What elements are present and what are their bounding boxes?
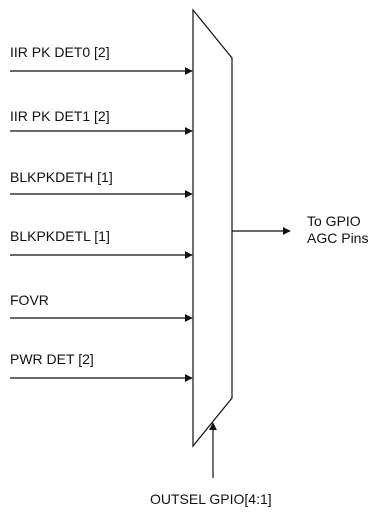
input-label: IIR PK DET0 [2] xyxy=(10,44,110,60)
input-label: IIR PK DET1 [2] xyxy=(10,108,110,124)
input-label: BLKPKDETL [1] xyxy=(10,228,110,244)
mux-body xyxy=(192,8,233,448)
input-label: BLKPKDETH [1] xyxy=(10,169,113,185)
output-label-line1: To GPIO xyxy=(307,213,361,229)
output-label-line2: AGC Pins xyxy=(307,230,368,246)
input-label: PWR DET [2] xyxy=(10,351,94,367)
select-label: OUTSEL GPIO[4:1] xyxy=(150,491,272,507)
input-label: FOVR xyxy=(10,292,49,308)
